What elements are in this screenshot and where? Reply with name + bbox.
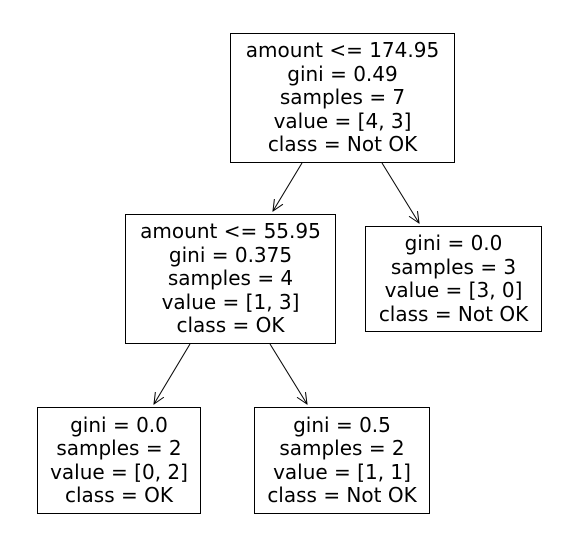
node-value: value = [1, 1] [273, 459, 411, 484]
node-samples: samples = 2 [56, 436, 182, 460]
node-gini: gini = 0.375 [168, 242, 293, 267]
node-samples: samples = 2 [279, 436, 405, 460]
node-gini: gini = 0.0 [404, 231, 503, 255]
node-class: class = Not OK [378, 301, 529, 326]
tree-node-left-right-leaf: gini = 0.5 samples = 2 value = [1, 1] cl… [254, 407, 430, 514]
tree-node-right-leaf: gini = 0.0 samples = 3 value = [3, 0] cl… [365, 226, 542, 332]
edge-left-to-left-right [269, 343, 307, 404]
node-split-condition: amount <= 55.95 [140, 219, 321, 244]
node-class: class = OK [65, 483, 173, 507]
node-class: class = OK [176, 313, 285, 338]
node-gini: gini = 0.49 [287, 61, 398, 86]
edge-root-to-right [381, 162, 419, 223]
node-split-condition: amount <= 174.95 [245, 38, 440, 63]
tree-node-left-left-leaf: gini = 0.0 samples = 2 value = [0, 2] cl… [37, 407, 201, 514]
edge-left-to-left-left [154, 343, 191, 404]
node-value: value = [0, 2] [50, 459, 188, 484]
node-samples: samples = 3 [390, 254, 517, 279]
node-value: value = [4, 3] [273, 108, 412, 133]
tree-node-left: amount <= 55.95 gini = 0.375 samples = 4… [125, 214, 336, 344]
node-samples: samples = 4 [167, 266, 294, 291]
node-gini: gini = 0.0 [70, 412, 168, 437]
edge-root-to-left [273, 162, 303, 211]
node-gini: gini = 0.5 [293, 412, 391, 437]
tree-node-root: amount <= 174.95 gini = 0.49 samples = 7… [230, 33, 455, 163]
node-class: class = Not OK [267, 483, 417, 507]
node-value: value = [1, 3] [161, 289, 300, 314]
node-value: value = [3, 0] [384, 278, 523, 302]
node-class: class = Not OK [267, 132, 418, 157]
node-samples: samples = 7 [279, 85, 406, 110]
